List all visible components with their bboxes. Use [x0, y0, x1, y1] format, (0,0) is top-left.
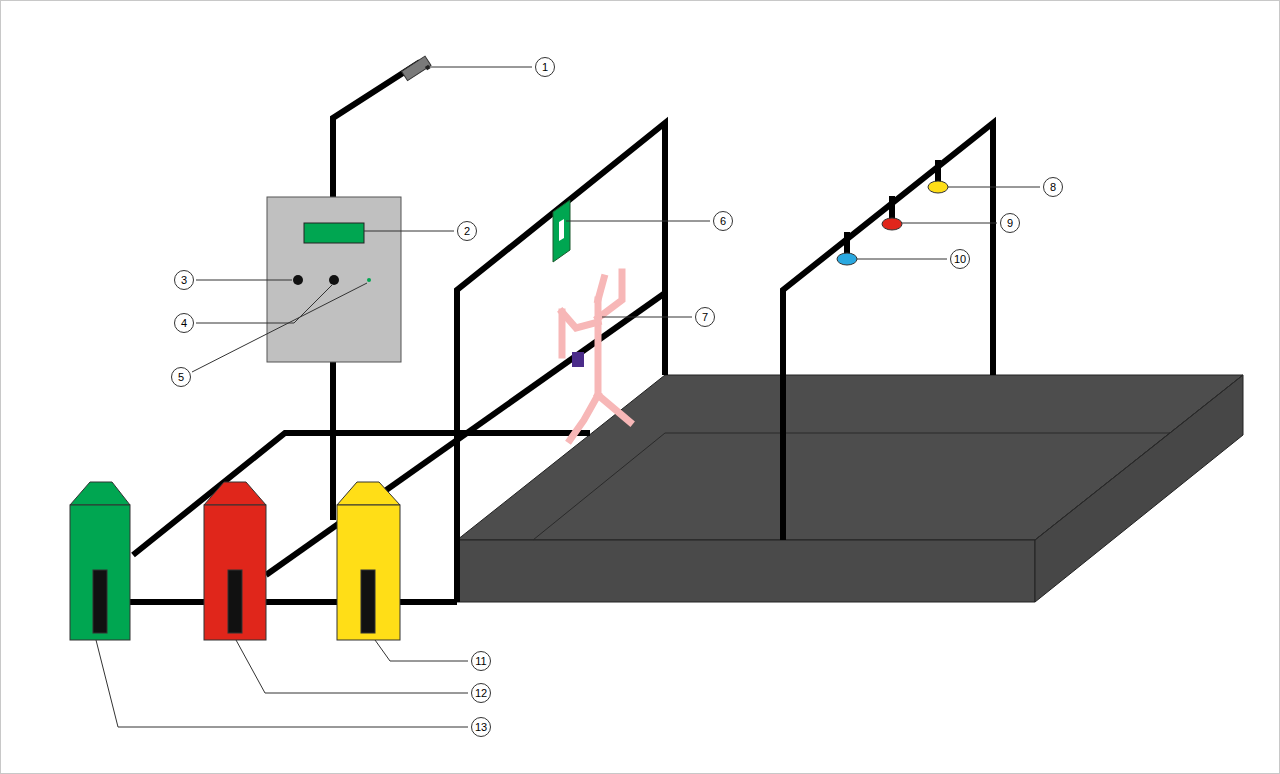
badge-reader	[553, 200, 570, 262]
leader-line	[857, 259, 947, 260]
yellow-tank	[337, 505, 400, 640]
display	[304, 223, 364, 243]
leader-line	[375, 640, 468, 661]
leader-line	[196, 280, 292, 281]
leader-line	[364, 231, 454, 232]
tank-roof	[70, 482, 130, 505]
callout-number: 11	[471, 651, 491, 671]
leader-line	[430, 67, 532, 68]
button	[293, 275, 303, 285]
callout-number: 6	[713, 211, 733, 231]
entry-frame	[457, 123, 665, 602]
inner-line	[1170, 375, 1243, 433]
inner-line	[1035, 433, 1170, 540]
platform-inner-lines	[533, 375, 1243, 540]
spray-frame	[783, 123, 993, 540]
nozzle-stem	[889, 196, 895, 220]
leader-line	[192, 283, 367, 372]
inner-line	[533, 433, 665, 540]
tank-window	[93, 570, 107, 633]
callout-number: 8	[1043, 177, 1063, 197]
tank-window	[228, 570, 242, 633]
tanks	[70, 482, 400, 640]
indicator-led	[367, 278, 371, 282]
platform-side	[1035, 375, 1243, 602]
inner-line	[665, 433, 1170, 434]
red-nozzle	[882, 218, 902, 230]
yellow-nozzle	[928, 181, 948, 193]
callout-number: 2	[457, 221, 477, 241]
leader-line	[902, 223, 997, 224]
leg	[598, 395, 630, 422]
callout-number: 5	[171, 367, 191, 387]
neck	[598, 278, 604, 300]
leader-line	[236, 640, 468, 693]
green-tank	[70, 505, 130, 640]
callout-number: 4	[174, 313, 194, 333]
callout-number: 9	[1000, 213, 1020, 233]
badge-slot	[559, 219, 564, 241]
platform-front	[457, 540, 1035, 602]
leader-line	[948, 187, 1040, 188]
callout-number: 12	[471, 683, 491, 703]
camera	[402, 56, 433, 82]
person	[562, 272, 630, 440]
button	[329, 275, 339, 285]
callout-number: 3	[174, 270, 194, 290]
camera-body	[402, 56, 431, 80]
callout-number: 7	[695, 307, 715, 327]
leader-line	[566, 221, 710, 222]
camera-lens	[425, 65, 431, 71]
blue-nozzle	[837, 253, 857, 265]
leg	[570, 395, 598, 440]
badge	[572, 352, 584, 367]
arm	[598, 272, 622, 318]
leader-line	[602, 317, 692, 318]
bottom-pipe	[130, 599, 457, 605]
callout-number: 1	[535, 57, 555, 77]
callout-number: 13	[471, 717, 491, 737]
arm	[562, 312, 598, 328]
leader-lines	[96, 67, 1040, 727]
tank-roof	[337, 482, 400, 505]
tank-window	[361, 570, 375, 633]
arm	[559, 312, 566, 355]
callout-number: 10	[950, 249, 970, 269]
nozzle-stem	[844, 232, 850, 255]
tank-roof	[204, 482, 266, 505]
leader-line	[196, 285, 332, 323]
red-tank	[204, 505, 266, 640]
leader-line	[96, 640, 468, 727]
nozzle-stem	[935, 160, 941, 183]
